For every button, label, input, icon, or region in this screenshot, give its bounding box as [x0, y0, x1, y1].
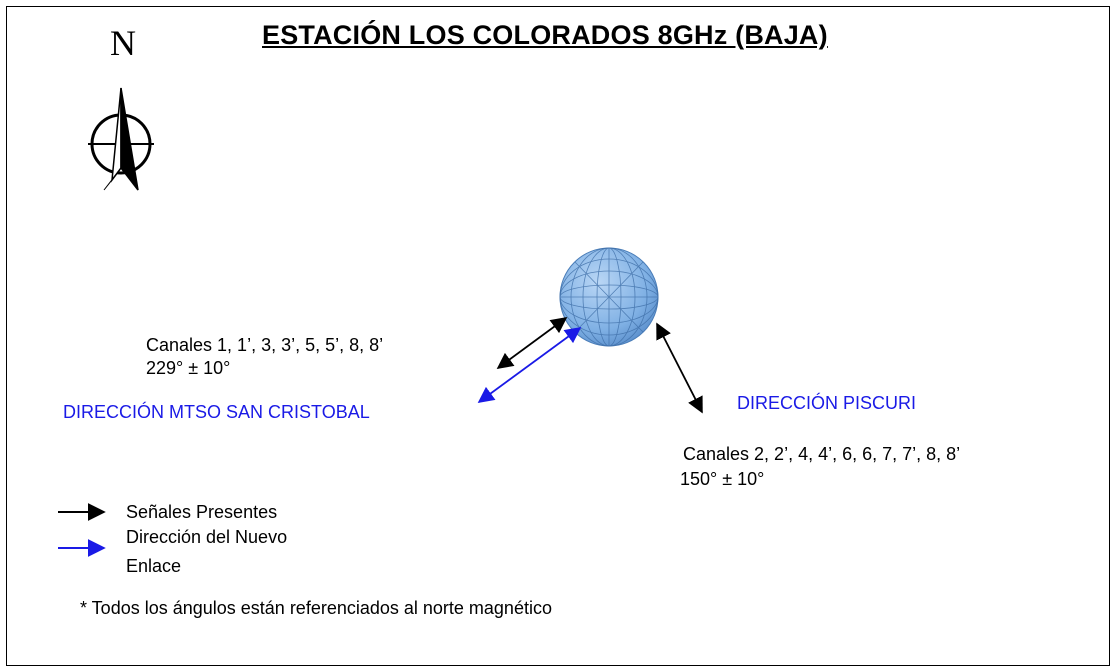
legend-present-label: Señales Presentes	[126, 502, 278, 522]
right-direction-label: DIRECCIÓN PISCURI	[737, 393, 917, 413]
present-arrow-left	[496, 317, 568, 369]
left-channels-label: Canales 1, 1’, 3, 3’, 5, 5’, 8, 8’	[146, 335, 384, 355]
left-angle-label: 229° ± 10°	[146, 358, 231, 378]
footnote: * Todos los ángulos están referenciados …	[80, 598, 552, 618]
legend-new-link-label-2: Enlace	[126, 556, 182, 576]
present-arrow-right	[656, 322, 703, 414]
new-link-arrow	[477, 327, 582, 403]
globe-icon	[559, 247, 659, 347]
left-direction-label: DIRECCIÓN MTSO SAN CRISTOBAL	[63, 402, 370, 422]
right-channels-label: Canales 2, 2’, 4, 4’, 6, 6, 7, 7’, 8, 8’	[683, 444, 961, 464]
north-label: N	[110, 23, 136, 63]
legend-new-link-label-1: Dirección del Nuevo	[126, 527, 288, 547]
compass-icon	[88, 87, 154, 191]
right-angle-label: 150° ± 10°	[680, 469, 765, 489]
page-title: ESTACIÓN LOS COLORADOS 8GHz (BAJA)	[262, 20, 828, 50]
